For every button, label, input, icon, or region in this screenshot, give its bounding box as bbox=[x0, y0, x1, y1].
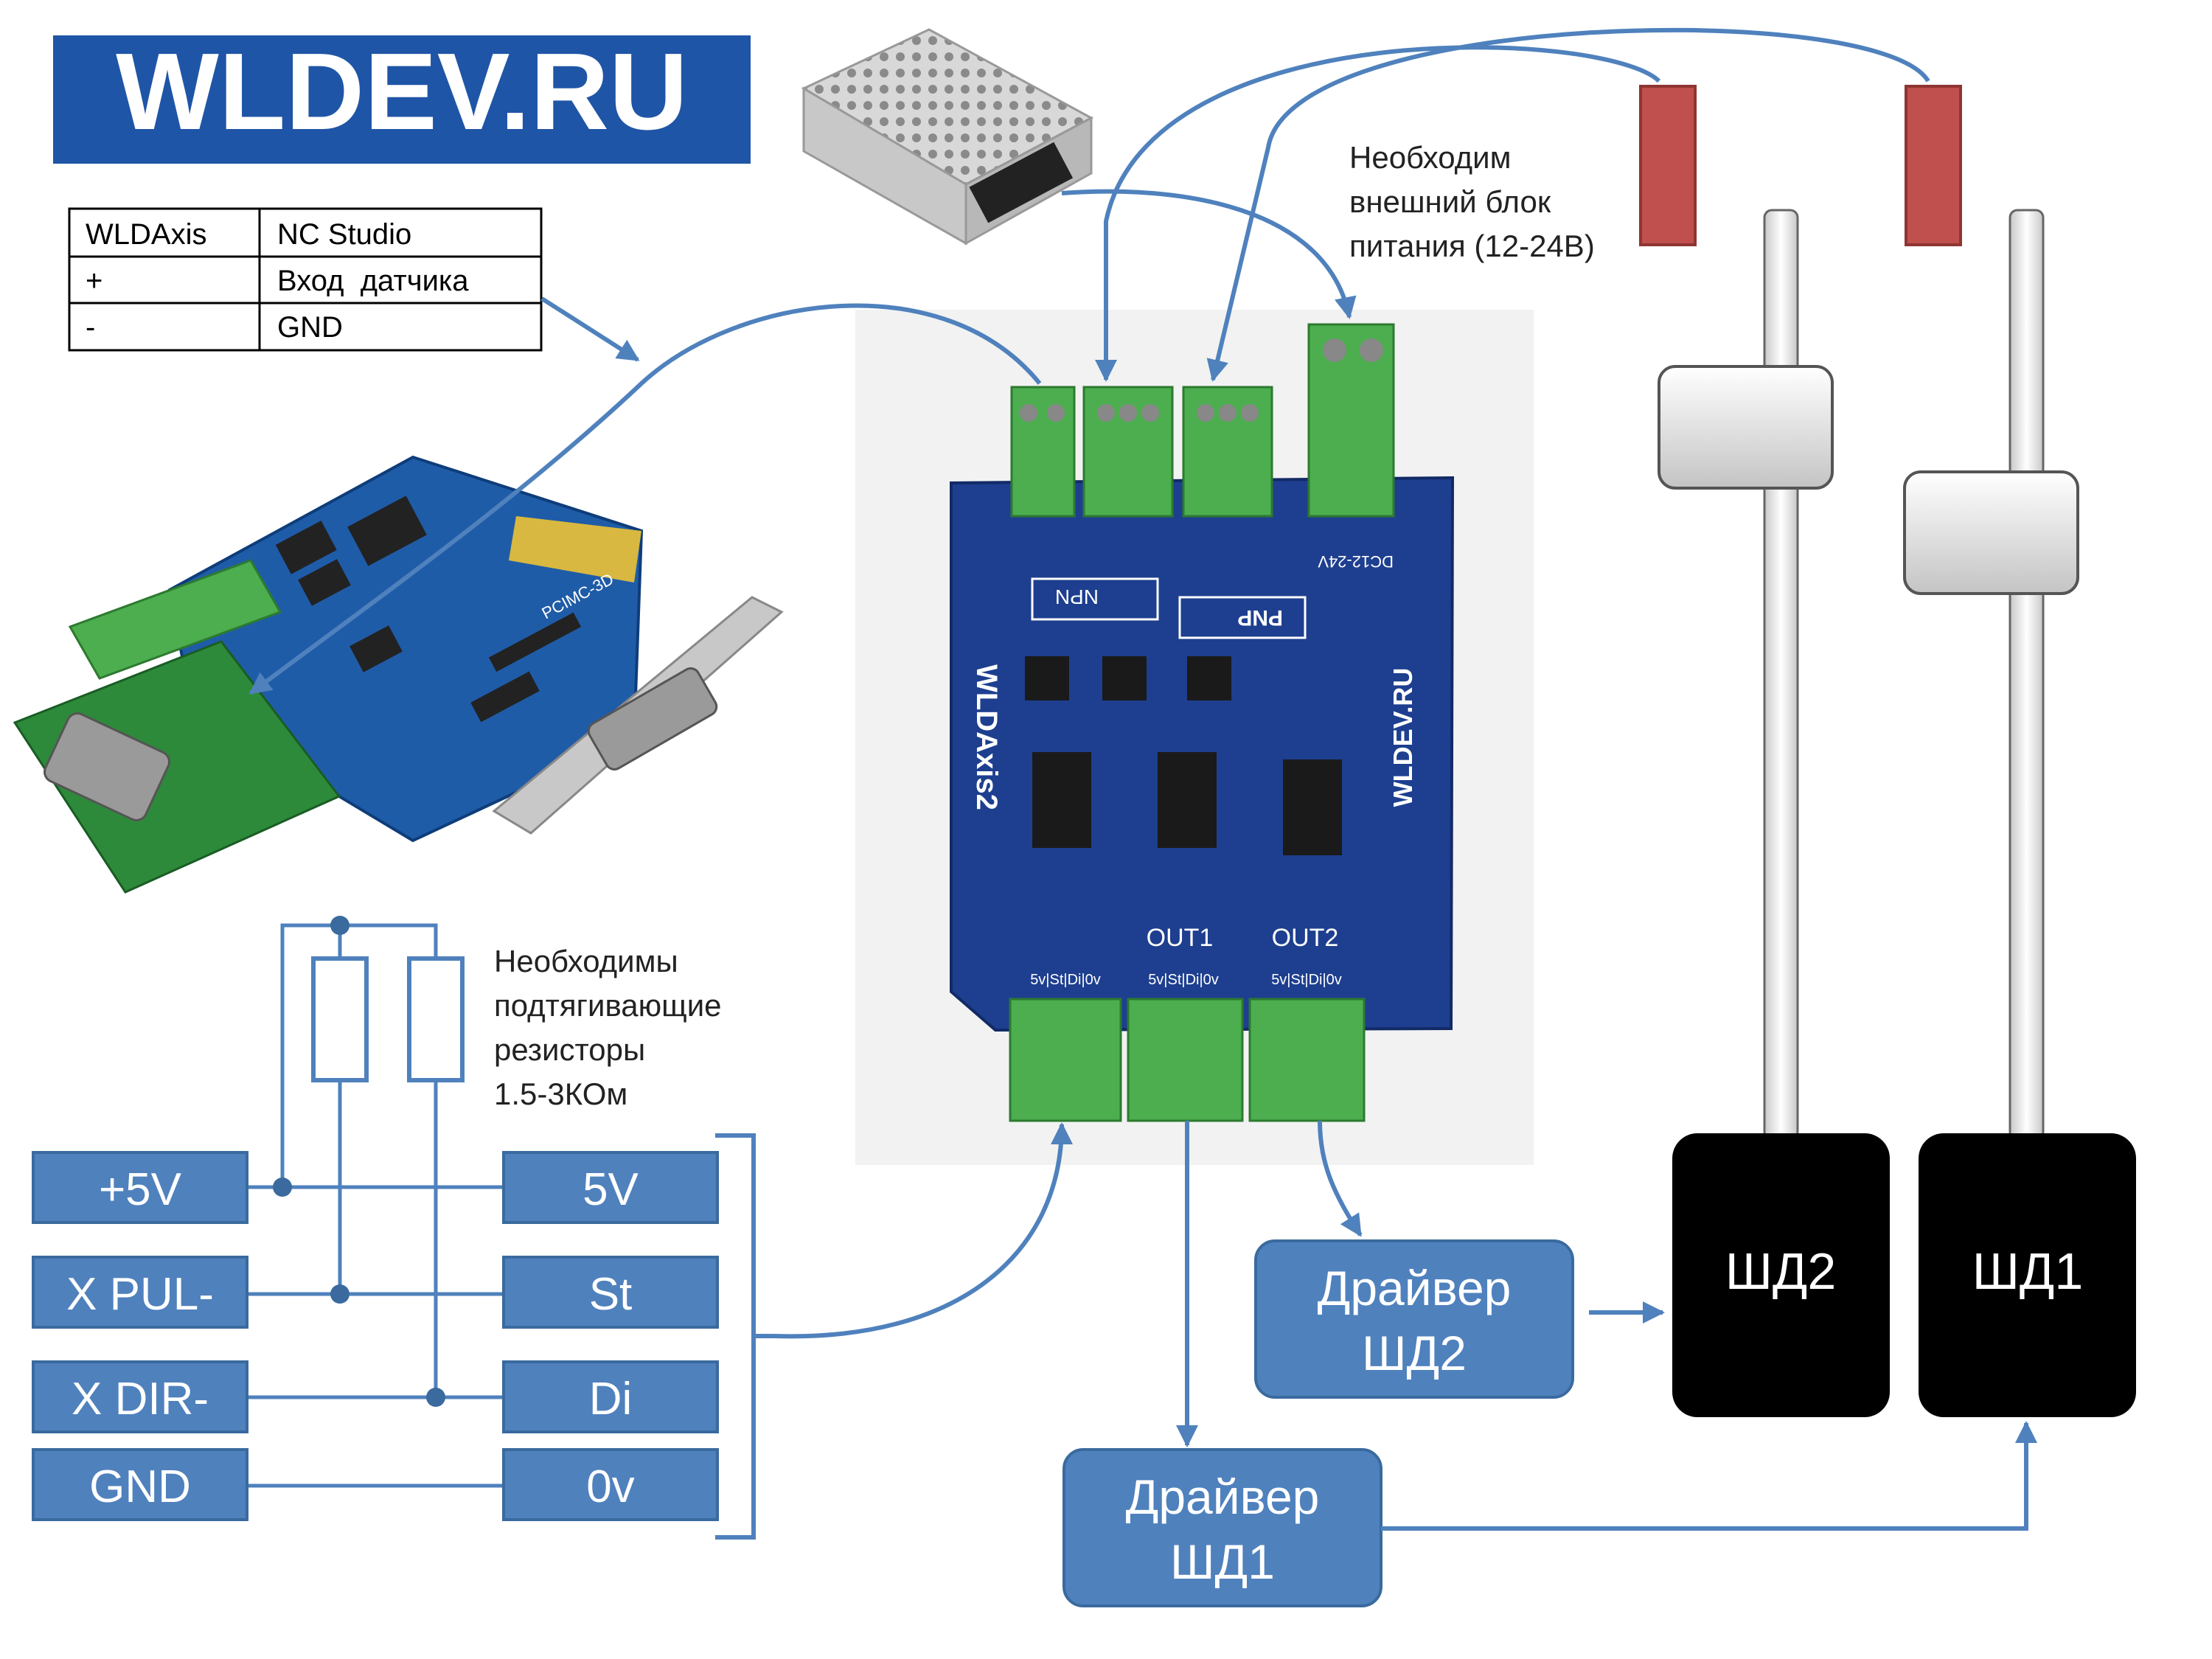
left-pin-plus5v-label: +5V bbox=[99, 1164, 182, 1215]
motor-shd2-label: ШД2 bbox=[1725, 1242, 1837, 1300]
board-name-label: WLDAxis2 bbox=[970, 664, 1003, 810]
mapping-table: WLDAxis NC Studio + Вход датчика - GND bbox=[68, 207, 543, 352]
driver-shd2-line-2: ШД2 bbox=[1362, 1326, 1467, 1380]
logo-text: WLDEV.RU bbox=[116, 31, 688, 153]
driver-shd1-line-1: Драйвер bbox=[1126, 1470, 1320, 1524]
left-pin-gnd-label: GND bbox=[89, 1461, 191, 1512]
table-cell-gnd: GND bbox=[277, 311, 343, 344]
left-pin-gnd: GND bbox=[32, 1448, 248, 1521]
board-out2-label: OUT2 bbox=[1272, 924, 1339, 952]
pullup-note-line-2: подтягивающие bbox=[494, 988, 722, 1023]
axis-1 bbox=[1903, 209, 2079, 1141]
board-pins-label-3: 5v|St|Di|0v bbox=[1271, 972, 1342, 988]
power-note-line-2: внешний блок bbox=[1349, 184, 1551, 219]
right-pin-st-label: St bbox=[589, 1269, 633, 1320]
power-note-line-1: Необходим bbox=[1349, 140, 1512, 175]
limit-sensor-2 bbox=[1639, 85, 1697, 246]
arrow-sensor1-to-input bbox=[1206, 27, 1930, 382]
table-cell-sensor-input: Вход датчика bbox=[277, 265, 469, 297]
arrow-board-to-driver2 bbox=[1318, 1120, 1363, 1237]
table-cell-minus: - bbox=[86, 311, 95, 344]
axis-2 bbox=[1658, 209, 1834, 1141]
logo: WLDEV.RU bbox=[53, 31, 751, 164]
pullup-note-line-4: 1.5-3КОм bbox=[494, 1077, 627, 1111]
motor-shd1-label: ШД1 bbox=[1972, 1242, 2084, 1300]
board-pins-label-2: 5v|St|Di|0v bbox=[1148, 972, 1219, 988]
motor-shd2: ШД2 bbox=[1672, 1133, 1890, 1417]
wldaxis2-board: NPN PNP DC12-24V WLDAxis2 WLDEV.RU OUT1 … bbox=[855, 310, 1534, 1165]
board-pins-label-1: 5v|St|Di|0v bbox=[1030, 972, 1101, 988]
board-pnp-label: PNP bbox=[1237, 605, 1283, 630]
right-pin-di: Di bbox=[502, 1360, 719, 1433]
left-pin-plus5v: +5V bbox=[32, 1151, 248, 1224]
pullup-note-line-1: Необходимы bbox=[494, 944, 678, 978]
motor-shd1: ШД1 bbox=[1919, 1133, 2136, 1417]
limit-sensor-1 bbox=[1905, 85, 1962, 246]
table-cell-plus: + bbox=[86, 265, 102, 297]
arrow-board-to-terminal bbox=[248, 303, 1042, 695]
driver-shd2: Драйвер ШД2 bbox=[1254, 1239, 1574, 1399]
arrow-sensor2-to-input bbox=[1095, 45, 1661, 382]
pin-group-bracket bbox=[715, 1133, 774, 1540]
pullup-note: Необходимы подтягивающие резисторы 1.5-3… bbox=[494, 944, 722, 1111]
power-note-line-3: питания (12-24В) bbox=[1349, 229, 1595, 263]
left-pin-x-dir-label: X DIR- bbox=[72, 1374, 209, 1425]
driver-shd2-line-1: Драйвер bbox=[1318, 1261, 1512, 1315]
arrow-table-to-card bbox=[540, 296, 640, 362]
table-header-wldaxis: WLDAxis bbox=[86, 218, 206, 251]
arrow-pins-to-board bbox=[773, 1122, 1073, 1339]
arrow-power-to-board bbox=[1061, 189, 1357, 319]
right-pin-5v-label: 5V bbox=[582, 1164, 639, 1215]
driver-shd1: Драйвер ШД1 bbox=[1062, 1448, 1382, 1607]
right-pin-0v-label: 0v bbox=[586, 1461, 634, 1512]
right-pin-0v: 0v bbox=[502, 1448, 719, 1521]
board-npn-label: NPN bbox=[1055, 585, 1099, 608]
pci-card-image: PCIMC-3D bbox=[13, 455, 784, 894]
power-supply-note: Необходим внешний блок питания (12-24В) bbox=[1349, 140, 1595, 263]
left-pin-x-pul-label: X PUL- bbox=[66, 1269, 214, 1320]
pullup-resistors bbox=[247, 916, 504, 1488]
left-pin-x-pul: X PUL- bbox=[32, 1256, 248, 1329]
pullup-note-line-3: резисторы bbox=[494, 1032, 645, 1067]
right-pin-st: St bbox=[502, 1256, 719, 1329]
arrow-driver1-to-motor1 bbox=[1381, 1421, 2037, 1531]
right-pin-di-label: Di bbox=[589, 1374, 633, 1425]
right-pin-5v: 5V bbox=[502, 1151, 719, 1224]
driver-shd1-line-2: ШД1 bbox=[1170, 1534, 1275, 1589]
board-out1-label: OUT1 bbox=[1147, 924, 1214, 952]
table-header-ncstudio: NC Studio bbox=[277, 218, 411, 251]
power-supply-image bbox=[801, 28, 1094, 246]
board-brand-label: WLDEV.RU bbox=[1388, 668, 1418, 807]
connection-arrows bbox=[248, 27, 2037, 1531]
board-dc-label: DC12-24V bbox=[1318, 552, 1394, 571]
left-pin-x-dir: X DIR- bbox=[32, 1360, 248, 1433]
